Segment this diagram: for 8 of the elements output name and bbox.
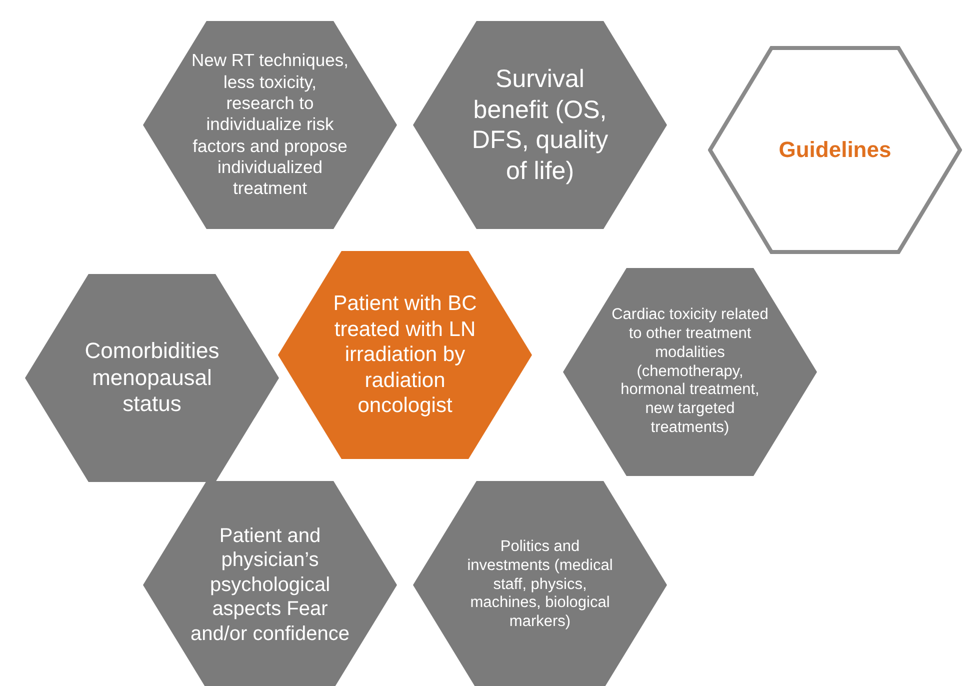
hexagon-label: Politics and investments (medical staff, physics, machines, biological markers) <box>466 538 614 632</box>
hexagon-label: Survival benefit (OS, DFS, quality of life) <box>470 64 610 186</box>
hexagon-label: Guidelines <box>778 136 892 164</box>
hexagon-label: Cardiac toxicity related to other treatment modalities (chemotherapy, hormonal treatment, new targeted treatments) <box>610 306 770 438</box>
hexagon-label: Patient and physician’s psychological aspects Fear and/or confidence <box>189 524 350 646</box>
hexagon-label: Patient with BC treated with LN irradiation by radiation oncologist <box>332 290 478 420</box>
hexagon-label: New RT techniques, less toxicity, research to individualize risk factors and propose individualized treatment <box>190 50 350 200</box>
hexagon-label: Comorbidities menopausal status <box>84 338 220 418</box>
